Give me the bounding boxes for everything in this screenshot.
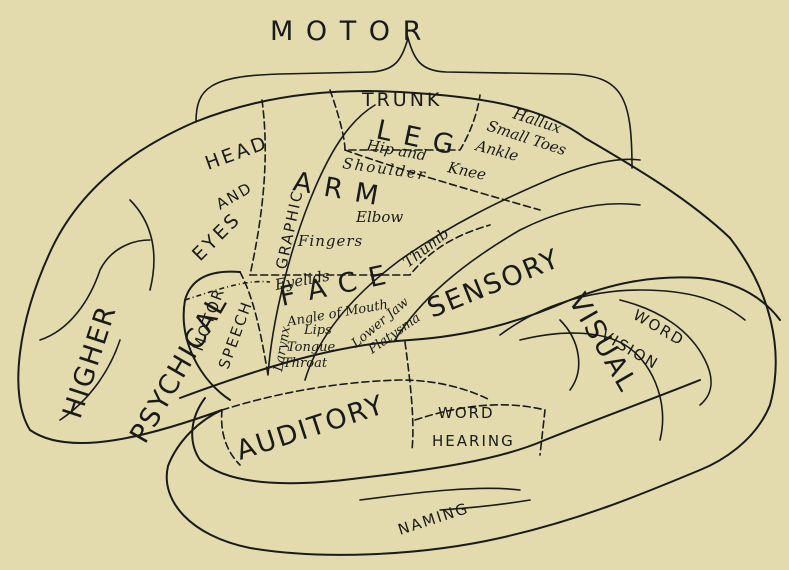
label-word-hearing-2: HEARING — [432, 432, 515, 450]
visual-curve-2 — [560, 320, 579, 390]
broca-boundary — [185, 282, 270, 300]
label-thumb: Thumb — [399, 224, 452, 271]
label-tongue: Tongue — [287, 340, 336, 355]
gyrus-line-3 — [130, 200, 154, 290]
label-elbow: Elbow — [355, 208, 403, 226]
label-throat: Throat — [283, 356, 328, 371]
sensory-boundary — [500, 290, 745, 335]
label-motor: M O T O R — [270, 16, 423, 47]
label-and: AND — [213, 178, 256, 213]
label-head: HEAD — [202, 131, 271, 174]
label-lips: Lips — [303, 323, 332, 338]
label-naming: NAMING — [396, 499, 472, 539]
label-graphic: GRAPHIC — [272, 188, 306, 271]
label-eyes: EYES — [188, 208, 246, 266]
label-fingers: Fingers — [297, 232, 363, 250]
label-trunk: TRUNK — [361, 89, 442, 111]
word-hearing-left — [405, 342, 413, 450]
label-word-hearing-1: WORD — [438, 404, 495, 422]
naming-stroke-1 — [360, 488, 520, 500]
label-knee: Knee — [445, 158, 488, 184]
label-higher: HIGHER — [57, 301, 123, 422]
